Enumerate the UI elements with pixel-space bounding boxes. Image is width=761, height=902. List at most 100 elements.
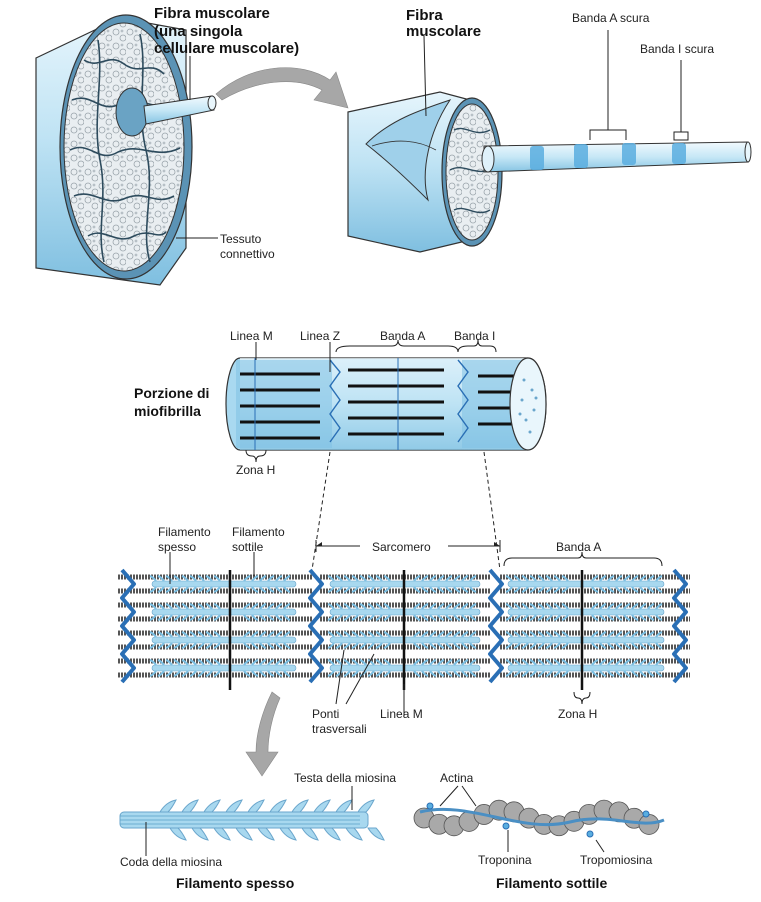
myosin-head <box>537 575 545 582</box>
myosin-head <box>181 642 189 649</box>
myosin-head <box>157 586 165 593</box>
myosin-head <box>243 614 251 621</box>
myosin-head <box>599 575 607 582</box>
myosin-head <box>421 575 429 582</box>
myosin-head <box>213 631 221 638</box>
myosin-head <box>205 670 213 677</box>
label-thin-1: Filamento <box>232 525 285 539</box>
myosin-head <box>553 670 561 677</box>
myosin-head <box>173 642 181 649</box>
label-sarcomere: Sarcomero <box>372 540 431 554</box>
myosin-head <box>561 670 569 677</box>
myosin-head <box>437 642 445 649</box>
myosin-head <box>343 659 351 666</box>
myosin-head <box>421 614 429 621</box>
myosin-head <box>421 659 429 666</box>
myosin-head <box>461 603 469 610</box>
myosin-head <box>599 603 607 610</box>
myosin-head <box>213 670 221 677</box>
myosin-head <box>351 603 359 610</box>
label-myosin-head: Testa della miosina <box>294 771 396 785</box>
myosin-head <box>505 631 513 638</box>
myosin-filament <box>507 636 665 644</box>
myosin-head <box>343 575 351 582</box>
myosin-head <box>189 642 197 649</box>
label-fiber-sub1: (una singola <box>154 23 243 40</box>
myosin-head <box>453 631 461 638</box>
myosin-head <box>367 603 375 610</box>
myosin-head <box>545 575 553 582</box>
myosin-head <box>623 586 631 593</box>
myosin-filament <box>151 580 297 588</box>
myosin-head <box>157 614 165 621</box>
myosin-head <box>205 614 213 621</box>
myosin-head <box>169 827 187 841</box>
myosin-head <box>553 659 561 666</box>
myosin-head <box>521 659 529 666</box>
myosin-head <box>445 642 453 649</box>
myosin-head <box>181 670 189 677</box>
label-m-line-top: Linea M <box>230 329 273 343</box>
myosin-head <box>553 614 561 621</box>
myosin-head <box>461 586 469 593</box>
myosin-head <box>283 670 291 677</box>
myosin-head <box>413 575 421 582</box>
myosin-head <box>157 603 165 610</box>
sarcomere-diagram <box>118 568 690 690</box>
z-disc <box>120 568 136 684</box>
myosin-head <box>157 631 165 638</box>
myosin-head <box>513 603 521 610</box>
myosin-head <box>615 614 623 621</box>
myosin-head <box>469 586 477 593</box>
label-a-band-top: Banda A <box>380 329 425 343</box>
label-myofibril-1: Porzione di <box>134 385 209 401</box>
myosin-head <box>623 659 631 666</box>
myosin-head <box>607 670 615 677</box>
myosin-head <box>521 586 529 593</box>
myosin-head <box>461 659 469 666</box>
myosin-head <box>513 642 521 649</box>
myosin-head <box>545 670 553 677</box>
myosin-head <box>267 631 275 638</box>
myosin-head <box>591 670 599 677</box>
myosin-head <box>505 586 513 593</box>
myosin-head <box>553 575 561 582</box>
myosin-head <box>335 799 353 813</box>
myosin-filament <box>507 608 665 616</box>
myosin-head <box>351 614 359 621</box>
label-fiber2-2: muscolare <box>406 23 481 40</box>
myosin-head <box>327 670 335 677</box>
myosin-head <box>655 614 663 621</box>
myosin-head <box>173 614 181 621</box>
myosin-head <box>607 614 615 621</box>
label-myosin-tail: Coda della miosina <box>120 855 222 869</box>
myosin-head <box>205 642 213 649</box>
label-thick-1: Filamento <box>158 525 211 539</box>
label-fiber-title: Fibra muscolare <box>154 5 270 22</box>
myosin-head <box>165 659 173 666</box>
myosin-head <box>469 642 477 649</box>
arrow-down <box>245 691 281 777</box>
myosin-head <box>327 642 335 649</box>
myosin-head <box>275 614 283 621</box>
myosin-head <box>327 631 335 638</box>
myosin-head <box>335 614 343 621</box>
myosin-head <box>165 631 173 638</box>
myosin-head <box>623 670 631 677</box>
myosin-head <box>607 631 615 638</box>
myosin-head <box>553 642 561 649</box>
myosin-head <box>149 631 157 638</box>
myosin-head <box>181 586 189 593</box>
myosin-head <box>529 659 537 666</box>
myosin-head <box>251 614 259 621</box>
myosin-head <box>189 575 197 582</box>
myosin-head <box>189 586 197 593</box>
myosin-head <box>157 670 165 677</box>
myosin-head <box>283 603 291 610</box>
myosin-head <box>197 642 205 649</box>
myosin-head <box>437 603 445 610</box>
myosin-head <box>607 575 615 582</box>
myosin-head <box>243 575 251 582</box>
myosin-head <box>359 586 367 593</box>
